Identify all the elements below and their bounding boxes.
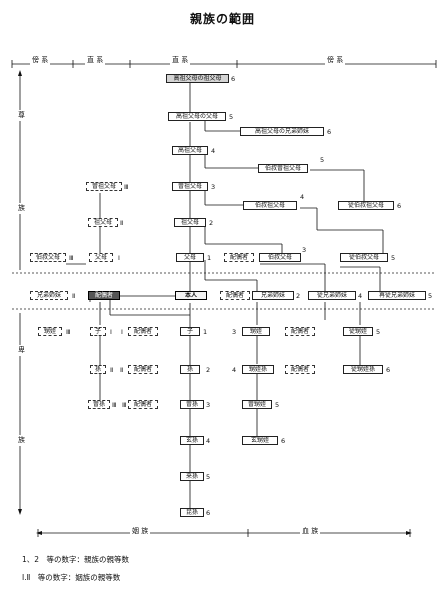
- degree-konson: 6: [206, 509, 211, 517]
- degree-affinal-sofubo: Ⅱ: [120, 219, 124, 227]
- box-spouse-parent-sibling: 配偶者: [224, 253, 254, 262]
- degree-koso-fubo-fubo: 5: [229, 113, 234, 121]
- degree-kyodai: 2: [296, 292, 301, 300]
- box-ego-spouse: 配偶者: [88, 291, 120, 300]
- box-ko: 子: [180, 327, 200, 336]
- box-affinal-ko: 子: [90, 327, 106, 336]
- degree-saiju-kyodai: 5: [428, 292, 433, 300]
- box-gen-oimei: 玄甥姪: [242, 436, 278, 445]
- degree-ju-hakushuku-fubo: 5: [391, 254, 396, 262]
- page-title: 親族の範囲: [189, 12, 255, 26]
- box-hakushuku-sofubo: 伯叔祖父母: [243, 201, 297, 210]
- box-konson: 昆孫: [180, 508, 204, 517]
- box-raison: 来孫: [180, 472, 204, 481]
- degree-ju-oimei: 5: [376, 328, 381, 336]
- legend-affinal-degree: Ⅰ.Ⅱ 等の数字：姻族の親等数: [22, 573, 121, 582]
- box-affinal-hakushuku: 伯叔父母: [30, 253, 66, 262]
- degree-genson: 4: [206, 437, 211, 445]
- degree-sosofubo: 3: [211, 183, 216, 191]
- legend-blood-degree: 1、2 等の数字：親族の親等数: [22, 555, 130, 564]
- degree-ko: 1: [203, 328, 208, 336]
- bottom-label-blood: 血 族: [300, 527, 321, 536]
- degree-hakushuku-fubo: 3: [302, 246, 307, 254]
- box-saiju-kyodai: 再従兄弟姉妹: [368, 291, 426, 300]
- box-affinal-oimei: 甥姪: [38, 327, 62, 336]
- degree-oimei-mago-prefix: 4: [232, 366, 237, 374]
- degree-affinal-sosofubo: Ⅲ: [124, 183, 129, 191]
- degree-koso-sofubo-sofubo: 6: [231, 75, 236, 83]
- header-direct-left: 直 系: [85, 56, 106, 65]
- box-oimei: 甥姪: [242, 327, 270, 336]
- box-hakushuku-fubo: 伯叔父母: [259, 253, 301, 262]
- side-label-upper1: 尊: [18, 110, 25, 121]
- box-ju-oimei: 従甥姪: [343, 327, 373, 336]
- degree-raison: 5: [206, 473, 211, 481]
- side-label-upper2: 族: [18, 203, 25, 214]
- box-genson: 玄孫: [180, 436, 204, 445]
- box-koso-sofubo-sofubo: 高祖父母の祖父母: [166, 74, 229, 83]
- box-koso-fubo-kyodai: 高祖父母の兄弟姉妹: [240, 127, 324, 136]
- degree-affinal-ko-spouse: Ⅰ: [121, 328, 123, 336]
- box-kosofubo: 高祖父母: [172, 146, 208, 155]
- degree-oimei-prefix: 3: [232, 328, 237, 336]
- box-ju-kyodai: 従兄弟姉妹: [308, 291, 356, 300]
- box-affinal-sosofubo: 曽祖父母: [86, 182, 122, 191]
- degree-hakushuku-sosofubo: 5: [320, 156, 325, 164]
- box-ju-oimei-mago: 従甥姪孫: [343, 365, 383, 374]
- box-so-oimei: 曽甥姪: [242, 400, 272, 409]
- side-label-lower1: 卑: [18, 345, 25, 356]
- box-himago-spouse: 配偶者: [128, 400, 158, 409]
- degree-affinal-hakushuku: Ⅲ: [69, 254, 74, 262]
- degree-ju-oimei-mago: 6: [386, 366, 391, 374]
- degree-hakushuku-sofubo: 4: [300, 193, 305, 201]
- header-collateral-right: 傍 系: [325, 56, 346, 65]
- degree-affinal-kyodai: Ⅱ: [72, 292, 76, 300]
- box-spouse-sibling: 配偶者: [220, 291, 250, 300]
- box-oimei-mago: 甥姪孫: [242, 365, 274, 374]
- side-label-lower2: 族: [18, 435, 25, 446]
- box-affinal-mago: 孫: [90, 365, 106, 374]
- degree-affinal-himago-spouse: Ⅲ: [122, 401, 127, 409]
- box-kyodai: 兄弟姉妹: [252, 291, 294, 300]
- degree-so-oimei: 5: [275, 401, 280, 409]
- box-mago: 孫: [180, 365, 200, 374]
- header-direct: 直 系: [170, 56, 191, 65]
- box-ju-hakushuku-sofubo: 従伯叔祖父母: [338, 201, 394, 210]
- box-ko-spouse: 配偶者: [128, 327, 158, 336]
- degree-ju-hakushuku-sofubo: 6: [397, 202, 402, 210]
- box-affinal-kyodai: 兄弟姉妹: [30, 291, 68, 300]
- header-collateral-left: 傍 系: [30, 56, 51, 65]
- degree-kosofubo: 4: [211, 147, 216, 155]
- box-sofubo: 祖父母: [174, 218, 206, 227]
- box-affinal-himago: 曽孫: [88, 400, 110, 409]
- box-affinal-fubo: 父母: [89, 253, 113, 262]
- degree-affinal-oimei: Ⅲ: [66, 328, 71, 336]
- degree-koso-fubo-kyodai: 6: [327, 128, 332, 136]
- box-ju-hakushuku-fubo: 従伯叔父母: [340, 253, 388, 262]
- degree-himago: 3: [206, 401, 211, 409]
- degree-ju-kyodai: 4: [358, 292, 363, 300]
- box-self: 本人: [175, 291, 207, 300]
- degree-affinal-fubo: Ⅰ: [118, 254, 120, 262]
- degree-mago: 2: [206, 366, 211, 374]
- degree-affinal-mago: Ⅱ: [110, 366, 114, 374]
- box-koso-fubo-fubo: 高祖父母の父母: [168, 112, 226, 121]
- degree-fubo: 1: [207, 254, 212, 262]
- degree-gen-oimei: 6: [281, 437, 286, 445]
- box-hakushuku-sosofubo: 伯叔曽祖父母: [258, 164, 308, 173]
- box-oimei-spouse: 配偶者: [285, 327, 315, 336]
- bottom-label-affinity: 姻 族: [130, 527, 151, 536]
- box-fubo: 父母: [176, 253, 204, 262]
- degree-sofubo: 2: [209, 219, 214, 227]
- box-himago: 曽孫: [180, 400, 204, 409]
- box-mago-spouse: 配偶者: [128, 365, 158, 374]
- box-sosofubo: 曽祖父母: [172, 182, 208, 191]
- degree-affinal-himago: Ⅲ: [112, 401, 117, 409]
- degree-affinal-mago-spouse: Ⅱ: [120, 366, 124, 374]
- degree-affinal-ko: Ⅰ: [110, 328, 112, 336]
- box-affinal-sofubo: 祖父母: [88, 218, 118, 227]
- box-oimei-mago-spouse: 配偶者: [285, 365, 315, 374]
